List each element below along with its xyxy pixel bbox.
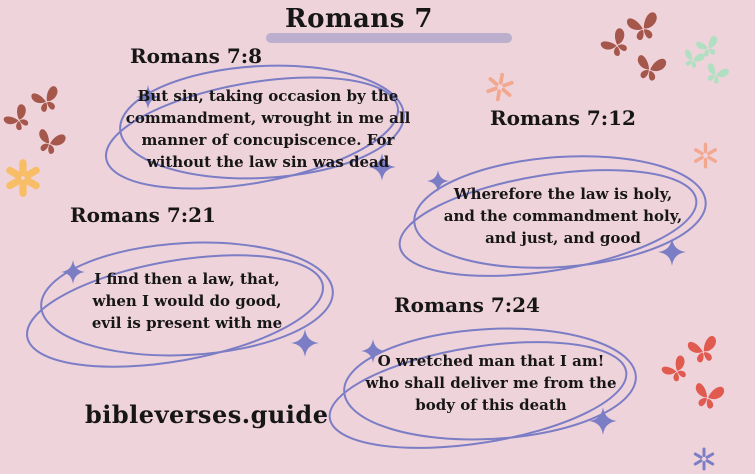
verse-line: when I would do good, (92, 292, 282, 310)
verse-line: O wretched man that I am! (377, 352, 605, 370)
asterisk-flower-icon (483, 70, 518, 105)
speech-ellipse (26, 254, 324, 368)
verse-line: and just, and good (485, 229, 641, 247)
sparkle-icon (61, 260, 85, 284)
verse-line: I find then a law, that, (94, 270, 280, 288)
verse-heading-romans-7-21: Romans 7:21 (70, 203, 216, 227)
page-title: Romans 7 (285, 4, 433, 34)
verse-line: evil is present with me (91, 314, 283, 332)
verse-heading-romans-7-8: Romans 7:8 (130, 44, 263, 68)
verse-line: manner of concupiscence. For (141, 131, 395, 149)
site-name: bibleverses.guide (85, 400, 329, 429)
verse-line: without the law sin was dead (146, 153, 390, 171)
verse-text-romans-7-24: O wretched man that I am! who shall deli… (365, 350, 616, 416)
verse-heading-romans-7-24: Romans 7:24 (394, 293, 540, 317)
verse-line: commandment, wrought in me all (125, 109, 411, 127)
verse-text-romans-7-21: I find then a law, that, when I would do… (92, 268, 282, 334)
verse-line: and the commandment holy, (443, 207, 683, 225)
verse-line: But sin, taking occasion by the (137, 87, 399, 105)
speech-ellipse (104, 76, 400, 190)
sparkle-icon (291, 329, 319, 357)
verse-text-romans-7-8: But sin, taking occasion by the commandm… (126, 85, 411, 173)
verse-heading-romans-7-12: Romans 7:12 (490, 106, 636, 130)
verse-line: Wherefore the law is holy, (453, 185, 673, 203)
speech-ellipse (398, 169, 698, 277)
speech-ellipse (40, 241, 334, 357)
asterisk-flower-icon (4, 159, 42, 197)
speech-ellipse (413, 155, 707, 269)
speech-ellipse (119, 64, 405, 180)
speech-ellipse (328, 341, 628, 449)
title-underline-bar (266, 33, 512, 43)
speech-ellipse (343, 327, 637, 441)
asterisk-flower-icon (692, 142, 719, 169)
verse-line: body of this death (415, 396, 567, 414)
verse-line: who shall deliver me from the (365, 374, 617, 392)
verse-text-romans-7-12: Wherefore the law is holy, and the comma… (444, 183, 683, 249)
asterisk-flower-icon (692, 447, 716, 471)
